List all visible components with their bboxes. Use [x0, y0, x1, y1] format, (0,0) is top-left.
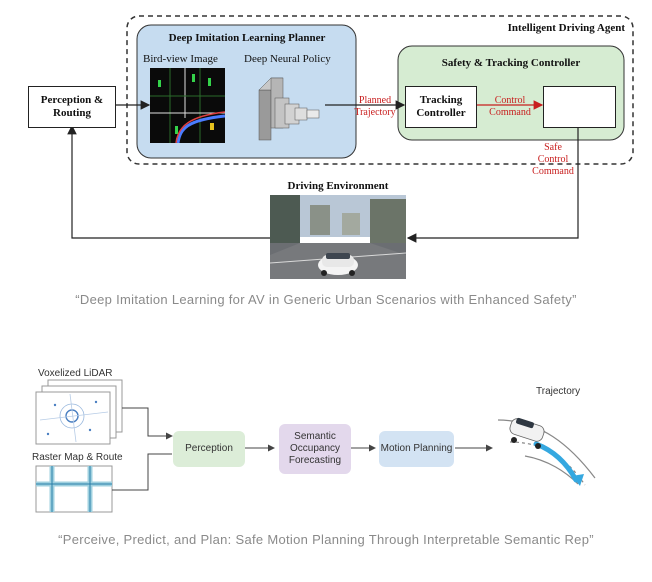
planned-trajectory-label: Planned Trajectory — [354, 95, 396, 118]
semantic-occupancy-label: Semantic Occupancy Forecasting — [288, 431, 342, 466]
agent-dashed-frame — [126, 15, 634, 165]
figure1-caption: “Deep Imitation Learning for AV in Gener… — [75, 292, 577, 307]
planner-title: Deep Imitation Learning Planner — [168, 32, 326, 44]
driving-environment-title: Driving Environment — [287, 180, 389, 192]
lidar-scatter — [39, 393, 109, 443]
driving-environment-image — [270, 195, 406, 279]
safe-control-command-label: Safe Control Command — [532, 142, 574, 177]
bird-view-image — [150, 68, 225, 143]
safety-controller-box — [543, 86, 616, 128]
raster-map-label: Raster Map & Route — [32, 452, 123, 463]
tracking-controller-label: Tracking Controller — [416, 94, 466, 119]
figure2-connectors — [35, 379, 596, 513]
safety-title: Safety & Tracking Controller — [441, 57, 581, 69]
perception-routing-label: Perception & Routing — [40, 94, 104, 119]
motion-planning-pill: Motion Planning — [379, 431, 454, 467]
trajectory-graphic — [497, 417, 596, 486]
agent-title: Intelligent Driving Agent — [507, 22, 625, 34]
voxelized-lidar-label: Voxelized LiDAR — [38, 368, 113, 379]
perception-routing-box: Perception & Routing — [28, 86, 116, 128]
tracking-controller-box: Tracking Controller — [405, 86, 477, 128]
motion-planning-label: Motion Planning — [380, 443, 453, 454]
neural-policy-icon — [258, 77, 320, 141]
perception-pill-label: Perception — [185, 443, 233, 454]
trajectory-label: Trajectory — [536, 386, 581, 397]
bird-view-label: Bird-view Image — [143, 53, 218, 65]
raster-map — [35, 465, 113, 513]
route-lines — [36, 466, 112, 512]
policy-label: Deep Neural Policy — [244, 53, 331, 65]
semantic-occupancy-pill: Semantic Occupancy Forecasting — [279, 424, 351, 474]
figure2-caption: “Perceive, Predict, and Plan: Safe Motio… — [58, 532, 594, 547]
perception-pill: Perception — [173, 431, 245, 467]
control-command-label: Control Command — [489, 95, 531, 118]
